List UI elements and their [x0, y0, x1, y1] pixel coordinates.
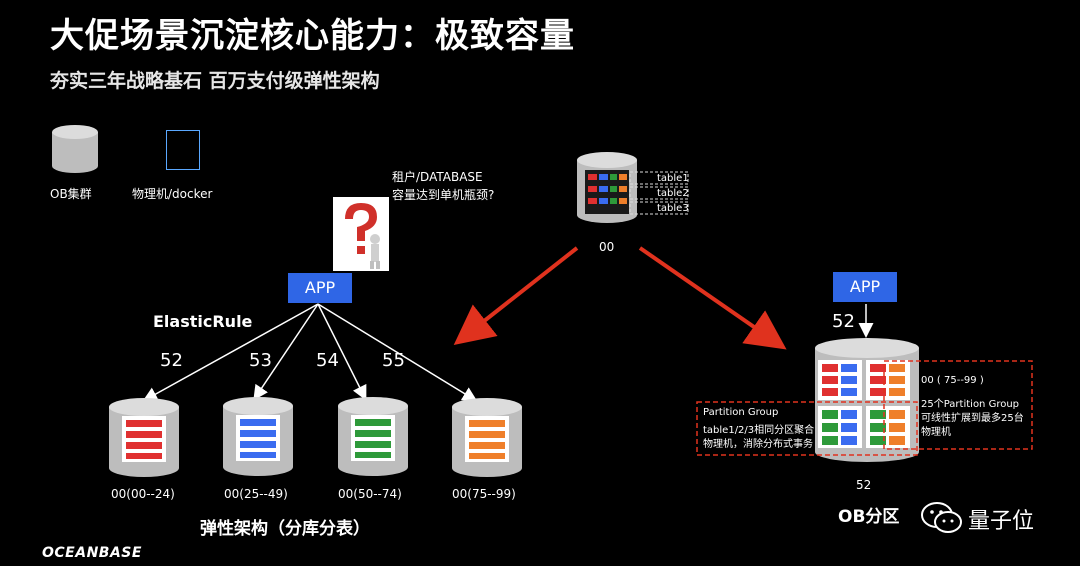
machine-legend-icon: [166, 130, 200, 170]
right-edge-label: 52: [832, 311, 855, 332]
source-table-label-2: table2: [657, 188, 689, 199]
ob-cluster-legend-label: OB集群: [50, 187, 92, 201]
scale-dashed-box: [883, 360, 1033, 450]
question-mark-icon: [333, 197, 389, 271]
ob-db-label: 52: [856, 478, 872, 492]
right-app-box: APP: [833, 272, 897, 302]
scale-note: 25个Partition Group可线性扩展到最多25台物理机: [921, 399, 1024, 438]
brand-logo: OCEANBASE: [42, 545, 142, 561]
elastic-rule-label: ElasticRule: [153, 312, 253, 331]
shard-db-label-4: 00(75--99): [452, 487, 516, 501]
shard-db-label-2: 00(25--49): [224, 487, 288, 501]
page-subtitle: 夯实三年战略基石 百万支付级弹性架构: [50, 70, 380, 92]
watermark-text: 量子位: [968, 509, 1035, 534]
wechat-icon: [921, 502, 962, 533]
edge-label-4: 55: [382, 350, 405, 371]
left-caption: 弹性架构（分库分表）: [200, 519, 370, 539]
edge-label-1: 52: [160, 350, 183, 371]
shard-db-2: [223, 397, 293, 476]
shard-db-label-3: 00(50--74): [338, 487, 402, 501]
question-text: 租户/DATABASE 容量达到单机瓶颈?: [392, 168, 494, 204]
question-line2: 容量达到单机瓶颈?: [392, 188, 495, 202]
partition-group-note: table1/2/3相同分区聚合物理机，消除分布式事务: [703, 425, 815, 450]
source-table-label-3: table3: [657, 203, 689, 214]
shard-db-4: [452, 398, 522, 477]
red-arrow-right: [638, 246, 787, 350]
left-app-box: APP: [288, 273, 352, 303]
ob-cluster-legend-icon: [52, 125, 98, 173]
shard-db-1: [109, 398, 179, 477]
edge-label-2: 53: [249, 350, 272, 371]
question-line1: 租户/DATABASE: [392, 170, 483, 184]
machine-legend-label: 物理机/docker: [132, 187, 213, 201]
ob-partition-db: [815, 338, 919, 462]
source-db-label: 00: [599, 240, 615, 254]
page-title: 大促场景沉淀核心能力：极致容量: [50, 16, 575, 56]
edge-label-3: 54: [316, 350, 339, 371]
partition-group-title: Partition Group: [703, 407, 779, 418]
source-table-rows: [588, 174, 627, 204]
source-db-cylinder: [577, 152, 689, 223]
fanout-arrows: [142, 303, 478, 402]
range-label: 00 ( 75--99 ): [921, 375, 984, 386]
source-table-label-1: table1: [657, 173, 689, 184]
red-arrow-left: [453, 246, 579, 345]
right-caption: OB分区: [838, 507, 900, 527]
shard-db-label-1: 00(00--24): [111, 487, 175, 501]
shard-db-3: [338, 397, 408, 476]
